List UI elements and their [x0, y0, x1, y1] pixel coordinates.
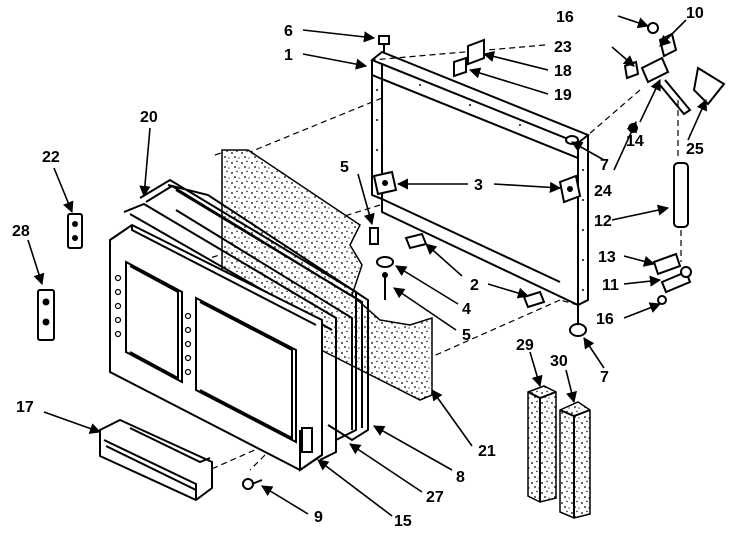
foam-block-29 [527, 385, 557, 503]
leveling-foot-right [522, 290, 546, 309]
callout-14: 14 [626, 133, 644, 150]
screw-top [378, 35, 390, 52]
callout-10: 10 [686, 5, 704, 22]
callout-5-bottom: 5 [462, 327, 471, 344]
callout-4: 4 [462, 301, 471, 318]
callout-2: 2 [470, 277, 479, 294]
hinge-pin-12 [673, 162, 689, 228]
callout-9: 9 [314, 509, 323, 526]
door-shelf-17 [99, 418, 213, 502]
callout-5-top: 5 [340, 159, 349, 176]
callout-24: 24 [594, 183, 612, 200]
callout-7-bottom: 7 [600, 369, 609, 386]
handle-25 [692, 66, 726, 106]
callout-17: 17 [16, 399, 34, 416]
callout-3: 3 [474, 177, 483, 194]
cabinet-frame [370, 50, 590, 307]
callout-29: 29 [516, 337, 534, 354]
screw-9 [242, 478, 263, 490]
callout-25: 25 [686, 141, 704, 158]
callout-16-bottom: 16 [596, 311, 614, 328]
screws-center [369, 227, 394, 300]
callout-1: 1 [284, 47, 293, 64]
callout-7-top: 7 [600, 157, 609, 174]
leveling-foot-left [404, 232, 428, 250]
construction-lines [197, 44, 682, 476]
callout-28: 28 [12, 223, 30, 240]
callout-6: 6 [284, 23, 293, 40]
door-liner-8 [167, 184, 369, 442]
callout-labels: 6 1 16 10 23 18 19 14 25 7 24 20 22 5 3 … [12, 5, 704, 530]
label-plate-18 [467, 38, 485, 66]
door-panel-15 [109, 223, 323, 472]
callout-23: 23 [554, 39, 572, 56]
hinge-top-assembly [623, 22, 692, 133]
leader-arrows [27, 15, 707, 517]
hinge-bracket-right [558, 174, 582, 204]
callout-15: 15 [394, 513, 412, 530]
hinge-bracket-left [372, 170, 398, 196]
caster-front [569, 305, 587, 337]
callout-27: 27 [426, 489, 444, 506]
callout-8: 8 [456, 469, 465, 486]
callout-13: 13 [598, 249, 616, 266]
foam-block-30 [559, 401, 591, 519]
callout-30: 30 [550, 353, 568, 370]
callout-16-top: 16 [556, 9, 574, 26]
callout-22: 22 [42, 149, 60, 166]
callout-21: 21 [478, 443, 496, 460]
callout-20: 20 [140, 109, 158, 126]
label-plate-19 [453, 56, 467, 78]
callout-12: 12 [594, 213, 612, 230]
callout-19: 19 [554, 87, 572, 104]
callout-11: 11 [602, 277, 619, 294]
hinge-bottom-assembly [652, 252, 692, 305]
bracket-28 [37, 289, 55, 341]
bracket-22 [67, 213, 83, 249]
callout-18: 18 [554, 63, 572, 80]
